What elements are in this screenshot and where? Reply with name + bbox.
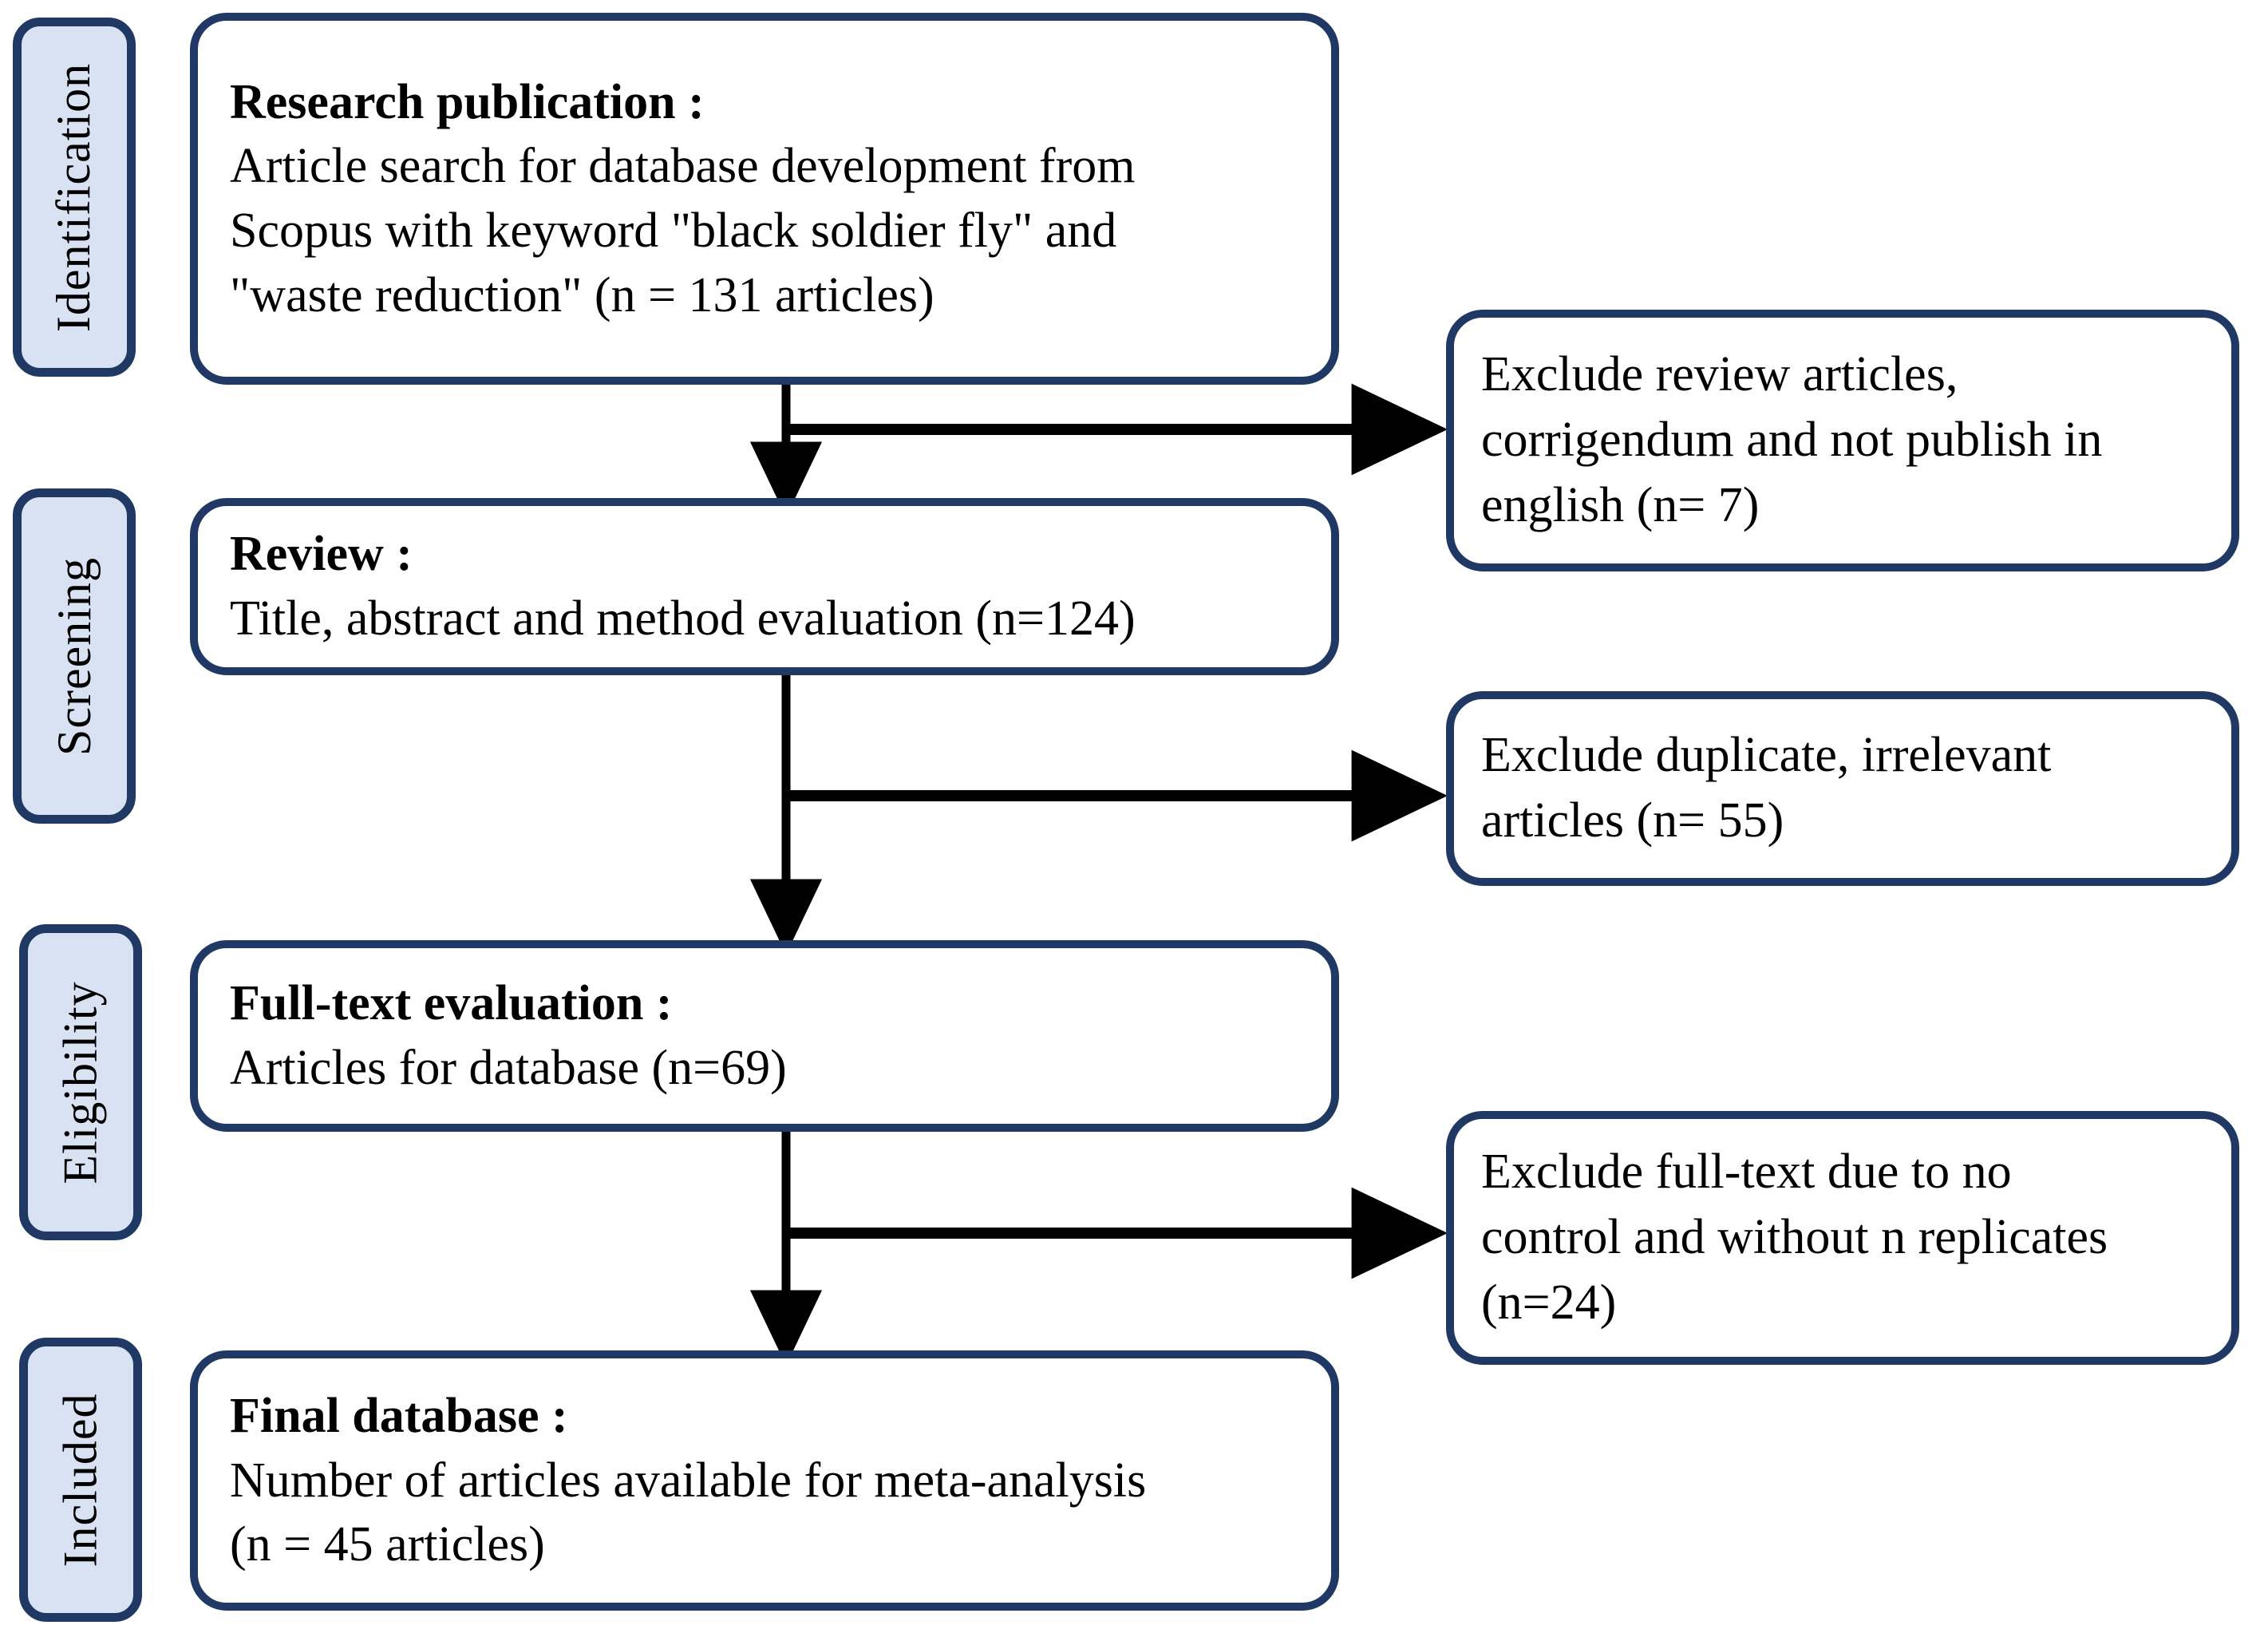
flow-box-title: Review : xyxy=(230,527,413,582)
exclusion-box-line: articles (n= 55) xyxy=(1481,793,1784,848)
flow-box-title: Final database : xyxy=(230,1389,568,1444)
stage-chip-identification: Identification xyxy=(13,18,136,377)
exclusion-box-exclude-fulltext: Exclude full-text due to no control and … xyxy=(1446,1111,2239,1365)
exclusion-box-body: Exclude review articles, corrigendum and… xyxy=(1481,342,2204,538)
flow-box-title: Research publication : xyxy=(230,74,705,129)
stage-label-included: Included xyxy=(53,1393,107,1567)
exclusion-box-line: Exclude full-text due to no xyxy=(1481,1145,2012,1200)
flow-box-line: Number of articles available for meta-an… xyxy=(230,1453,1147,1508)
flow-box-line: Title, abstract and method evaluation (n… xyxy=(230,591,1136,646)
stage-chip-screening: Screening xyxy=(13,488,136,824)
flow-box-research-publication: Research publication : Article search fo… xyxy=(190,13,1339,385)
connector-eligibility-to-included xyxy=(749,1130,1448,1366)
stage-label-screening: Screening xyxy=(47,556,101,756)
flow-box-title: Full-text evaluation : xyxy=(230,976,673,1031)
flow-box-body: Articles for database (n=69) xyxy=(230,1036,1299,1101)
exclusion-box-exclude-duplicate: Exclude duplicate, irrelevant articles (… xyxy=(1446,691,2239,886)
flow-box-review: Review : Title, abstract and method eval… xyxy=(190,498,1339,675)
flow-box-line: Articles for database (n=69) xyxy=(230,1041,787,1095)
exclusion-box-line: Exclude duplicate, irrelevant xyxy=(1481,728,2052,783)
connector-identification-to-screening xyxy=(749,383,1448,518)
flow-box-body: Article search for database development … xyxy=(230,134,1299,327)
exclusion-box-body: Exclude duplicate, irrelevant articles (… xyxy=(1481,723,2204,854)
flow-box-body: Number of articles available for meta-an… xyxy=(230,1449,1299,1577)
stage-chip-eligibility: Eligibility xyxy=(19,924,142,1240)
flow-box-final-database: Final database : Number of articles avai… xyxy=(190,1350,1339,1611)
flow-box-line: (n = 45 articles) xyxy=(230,1517,545,1572)
flow-box-line: "waste reduction" (n = 131 articles) xyxy=(230,267,934,322)
stage-chip-included: Included xyxy=(19,1338,142,1622)
stage-label-eligibility: Eligibility xyxy=(53,980,107,1184)
exclusion-box-line: Exclude review articles, xyxy=(1481,347,1958,402)
stage-label-identification: Identification xyxy=(47,62,101,332)
flow-box-line: Article search for database development … xyxy=(230,139,1136,194)
exclusion-box-line: corrigendum and not publish in xyxy=(1481,413,2103,468)
connector-screening-to-eligibility xyxy=(749,674,1448,955)
exclusion-box-line: english (n= 7) xyxy=(1481,477,1760,532)
exclusion-box-body: Exclude full-text due to no control and … xyxy=(1481,1140,2204,1335)
flow-box-full-text-evaluation: Full-text evaluation : Articles for data… xyxy=(190,940,1339,1132)
exclusion-box-line: control and without n replicates xyxy=(1481,1210,2108,1265)
flow-box-body: Title, abstract and method evaluation (n… xyxy=(230,587,1299,651)
exclusion-box-line: (n=24) xyxy=(1481,1275,1617,1330)
flow-box-line: Scopus with keyword "black soldier fly" … xyxy=(230,204,1117,258)
exclusion-box-exclude-review: Exclude review articles, corrigendum and… xyxy=(1446,310,2239,571)
